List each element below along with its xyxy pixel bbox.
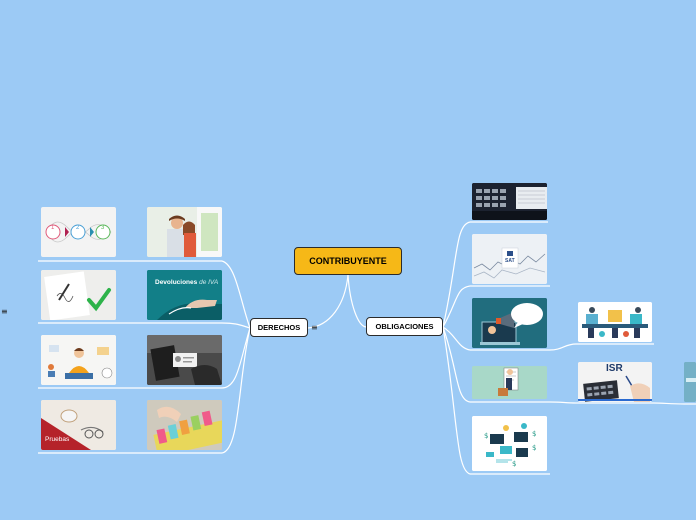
image-family-home[interactable]	[147, 207, 222, 257]
image-devoluciones-iva[interactable]: Devoluciones de IVA	[147, 270, 222, 320]
image-signature-check[interactable]	[41, 270, 116, 320]
topic-derechos[interactable]: DERECHOS	[250, 318, 308, 337]
topic-derechos-label: DERECHOS	[257, 323, 301, 332]
image-file-folders[interactable]	[147, 400, 222, 450]
collapse-toggle-derechos-icon[interactable]: ≡	[311, 323, 318, 332]
devoluciones-title: Devoluciones de IVA	[155, 279, 218, 286]
svg-text:$: $	[484, 432, 488, 440]
root-topic-contribuyente[interactable]: CONTRIBUYENTE	[294, 247, 402, 275]
svg-text:$: $	[512, 460, 516, 468]
image-office-worker[interactable]	[41, 335, 116, 385]
step-1-label: 1	[51, 225, 55, 231]
collapse-toggle-icon[interactable]: ≡	[1, 307, 8, 316]
image-team-work[interactable]	[578, 302, 652, 342]
image-isr-calculator[interactable]: ISR	[578, 362, 652, 402]
step-3-label: 3	[101, 225, 105, 231]
image-process-steps[interactable]: 1 2 3	[41, 207, 116, 257]
image-partial-edge[interactable]	[684, 362, 696, 402]
sat-logo-label: SAT	[505, 258, 515, 264]
image-id-card[interactable]	[147, 335, 222, 385]
pruebas-label: Pruebas	[45, 436, 70, 443]
image-calculator-keys[interactable]	[472, 183, 547, 220]
topic-obligaciones[interactable]: OBLIGACIONES	[366, 317, 443, 336]
svg-text:$: $	[532, 430, 536, 438]
image-sat-stats[interactable]: SAT	[472, 234, 547, 284]
topic-obligaciones-label: OBLIGACIONES	[375, 322, 434, 331]
image-megaphone-speech[interactable]	[472, 298, 547, 348]
devoluciones-accent: de IVA	[199, 279, 219, 286]
image-document-person[interactable]	[472, 366, 547, 399]
step-2-label: 2	[76, 225, 80, 231]
root-topic-label: CONTRIBUYENTE	[309, 256, 387, 266]
image-pruebas[interactable]: Pruebas	[41, 400, 116, 450]
svg-text:$: $	[532, 444, 536, 452]
devoluciones-word: Devoluciones	[155, 279, 198, 286]
isr-label: ISR	[606, 363, 623, 374]
image-money-cards[interactable]: $ $ $ $	[472, 416, 547, 471]
